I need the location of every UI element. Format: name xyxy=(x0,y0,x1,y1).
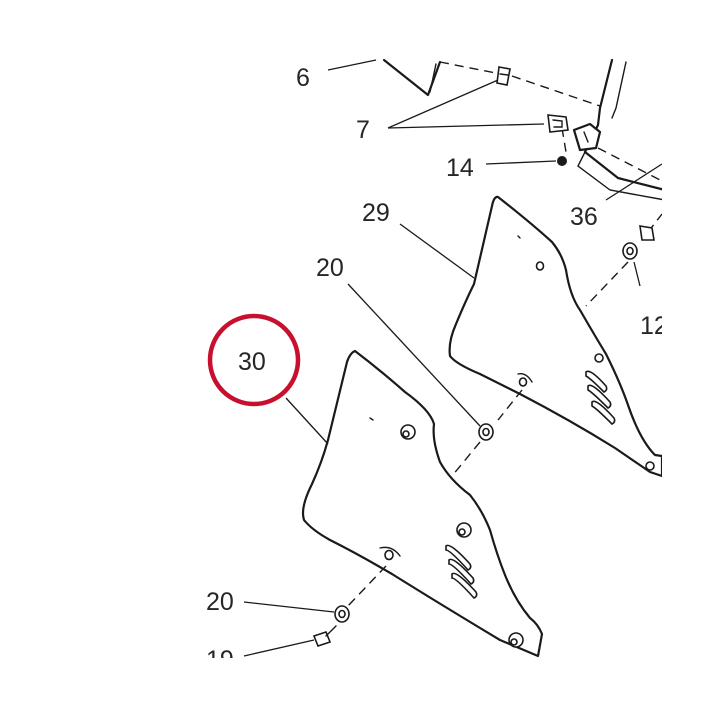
highlight-circle xyxy=(207,313,301,407)
screw-19-icon xyxy=(312,625,337,647)
cover-panel-29 xyxy=(448,195,664,478)
callout-14: 14 xyxy=(446,154,474,182)
clip-7-lower xyxy=(547,114,569,133)
part-6-outline xyxy=(382,58,442,97)
clip-7-upper xyxy=(496,66,511,86)
callout-6: 6 xyxy=(296,64,310,92)
bracket-36 xyxy=(572,122,602,152)
callout-20-upper: 20 xyxy=(316,254,344,282)
callout-30: 30 xyxy=(238,348,266,376)
callout-20-lower: 20 xyxy=(206,588,234,616)
callout-36: 36 xyxy=(570,203,598,231)
grommet-20-lower xyxy=(334,605,350,623)
callout-7: 7 xyxy=(356,116,370,144)
callout-29: 29 xyxy=(362,199,390,227)
nut-14-icon xyxy=(557,156,567,166)
top-bracket-assembly xyxy=(382,58,667,201)
grommet-12 xyxy=(622,225,655,260)
grommet-20-upper xyxy=(478,423,494,441)
cover-panel-30 xyxy=(301,349,544,658)
